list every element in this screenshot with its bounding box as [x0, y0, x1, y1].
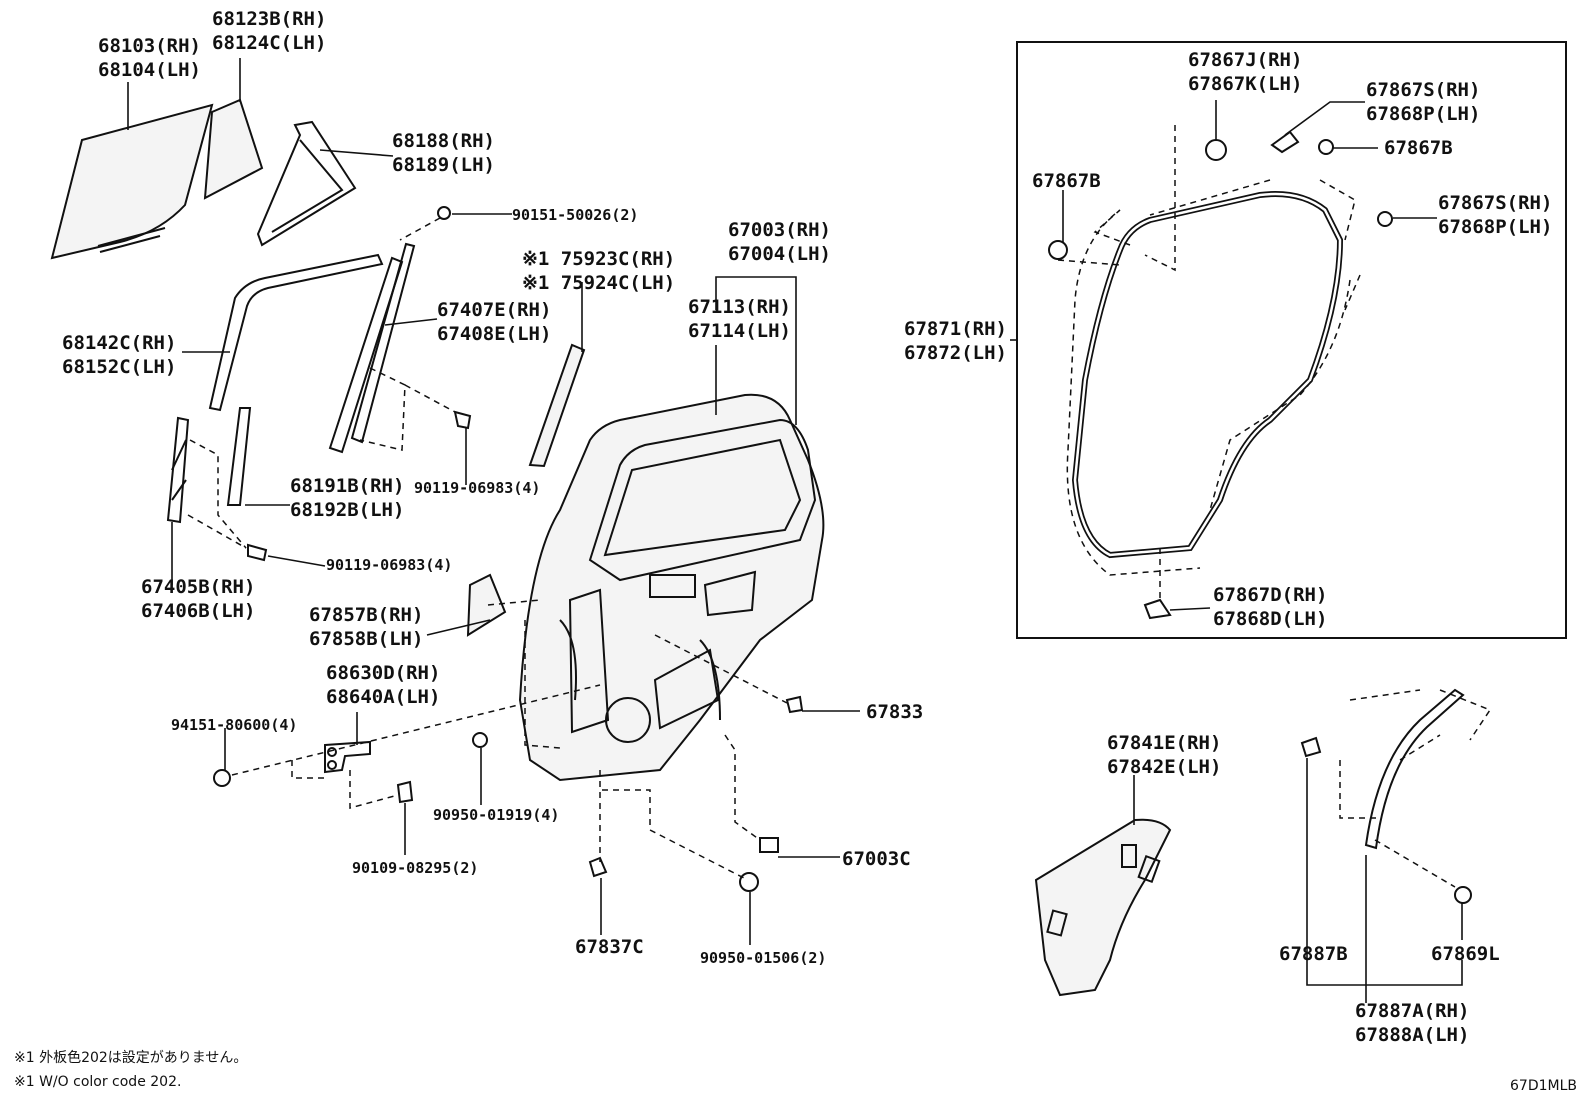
lower-sash — [166, 416, 190, 524]
label-90950-01919: 90950-01919(4) — [433, 806, 559, 824]
label-67003: 67003(RH)67004(LH) — [728, 219, 831, 265]
quarter-window-frame — [256, 120, 357, 247]
filler-piece — [466, 573, 507, 637]
label-67887a: 67887A(RH)67888A(LH) — [1355, 1000, 1469, 1046]
label-68103: 68103(RH)68104(LH) — [98, 35, 201, 81]
label-67869l: 67869L — [1431, 943, 1500, 965]
label-90119-06983-a: 90119-06983(4) — [414, 479, 540, 497]
rear-door-panel — [518, 393, 825, 782]
quarter-glass — [203, 98, 264, 200]
footnote-japanese: ※1 外板色202は設定がありません。 — [14, 1049, 247, 1066]
clip-67867d — [1143, 598, 1172, 620]
rear-door-glass — [50, 103, 214, 260]
clip-67867s-right — [1377, 211, 1393, 227]
label-67837c: 67837C — [575, 936, 644, 958]
stopper-67003c — [759, 837, 779, 853]
label-90950-01506: 90950-01506(2) — [700, 949, 826, 967]
label-94151-80600: 94151-80600(4) — [171, 716, 297, 734]
bolt-90151 — [437, 206, 451, 220]
label-67833: 67833 — [866, 701, 923, 723]
label-90119-06983-b: 90119-06983(4) — [326, 556, 452, 574]
label-67867j: 67867J(RH)67867K(LH) — [1188, 49, 1302, 95]
label-67113: 67113(RH)67114(LH) — [688, 296, 791, 342]
bolt-90119-b — [247, 543, 268, 562]
clip-67887b — [1300, 736, 1322, 758]
garnish-strip — [1364, 688, 1465, 850]
door-garnish — [528, 343, 586, 468]
label-67887b: 67887B — [1279, 943, 1348, 965]
label-68142c: 68142C(RH)68152C(LH) — [62, 332, 176, 378]
label-68188: 68188(RH)68189(LH) — [392, 130, 495, 176]
nut-94151 — [213, 769, 231, 787]
label-75923c: ※1 75923C(RH)※1 75924C(LH) — [522, 248, 675, 294]
diagram-code: 67D1MLB — [1510, 1078, 1577, 1094]
label-68630d: 68630D(RH)68640A(LH) — [326, 662, 440, 708]
door-weatherstrip — [1071, 191, 1344, 559]
label-68191b: 68191B(RH)68192B(LH) — [290, 475, 404, 521]
division-bar — [328, 256, 404, 454]
plug-90950-a — [472, 732, 488, 748]
label-67003c: 67003C — [842, 848, 911, 870]
footnote-english: ※1 W/O color code 202. — [14, 1074, 181, 1090]
label-67871: 67871(RH)67872(LH) — [904, 318, 1007, 364]
service-hole-cover — [1034, 818, 1172, 997]
label-67867b-left: 67867B — [1032, 170, 1101, 192]
label-67867s-top: 67867S(RH)67868P(LH) — [1366, 79, 1480, 125]
clip-67867j — [1205, 139, 1227, 161]
bolt-90109 — [396, 780, 414, 804]
bolt-90119-a — [453, 410, 472, 430]
clip-67867b-right — [1318, 139, 1334, 155]
seal-strip — [226, 407, 252, 506]
label-68123b: 68123B(RH)68124C(LH) — [212, 8, 326, 54]
label-67841e: 67841E(RH)67842E(LH) — [1107, 732, 1221, 778]
label-67867b-right: 67867B — [1384, 137, 1453, 159]
label-67867d: 67867D(RH)67868D(LH) — [1213, 584, 1327, 630]
clip-67833 — [785, 695, 804, 714]
label-90109-08295: 90109-08295(2) — [352, 859, 478, 877]
run-channel — [208, 253, 384, 412]
clip-67837c — [588, 856, 608, 878]
door-hinge — [324, 740, 371, 774]
label-67857b: 67857B(RH)67858B(LH) — [309, 604, 423, 650]
label-90151-50026: 90151-50026(2) — [512, 206, 638, 224]
label-67405b: 67405B(RH)67406B(LH) — [141, 576, 255, 622]
plug-90950-b — [739, 872, 759, 892]
clip-67867b-left — [1048, 240, 1068, 260]
clip-67867s-top — [1270, 130, 1300, 154]
clip-67869l — [1454, 886, 1472, 904]
label-67867s-right: 67867S(RH)67868P(LH) — [1438, 192, 1552, 238]
label-67407e: 67407E(RH)67408E(LH) — [437, 299, 551, 345]
